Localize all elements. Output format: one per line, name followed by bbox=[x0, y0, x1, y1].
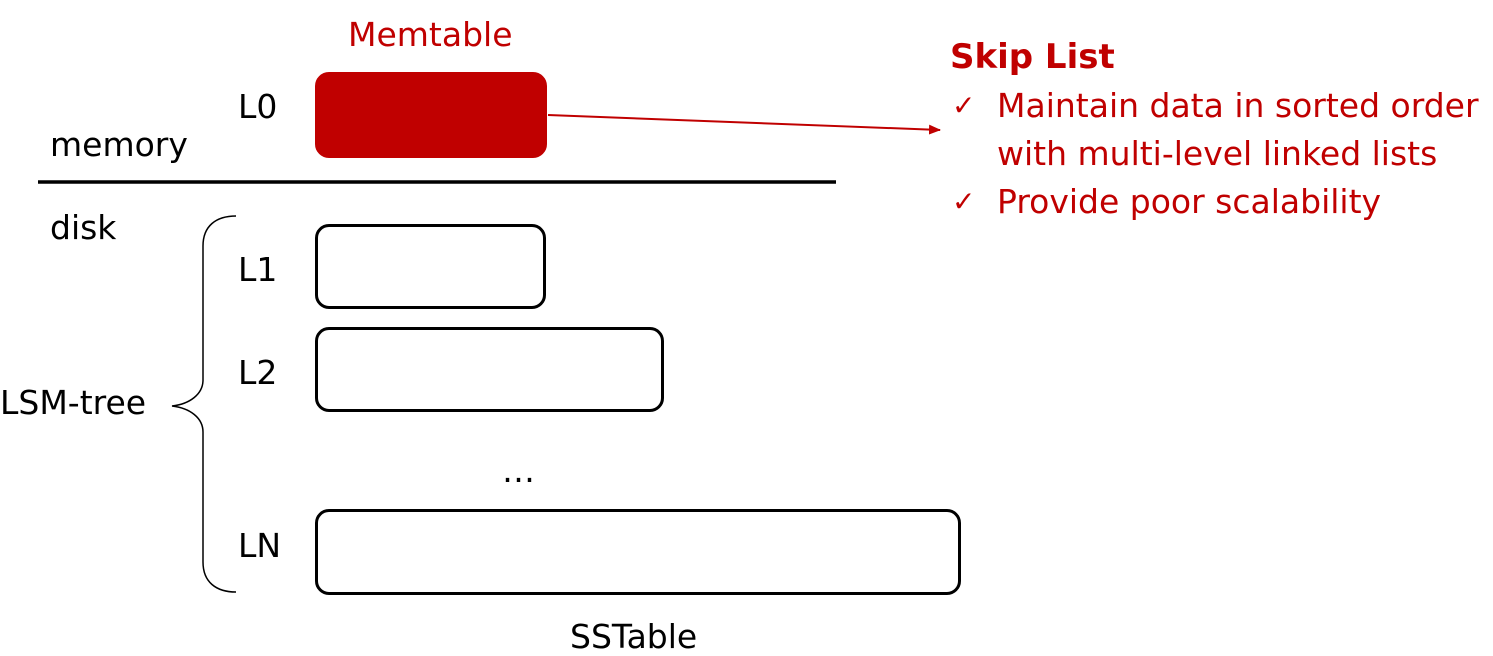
skip-list-title: Skip List bbox=[950, 37, 1115, 77]
skip-list-item: ✓ Provide poor scalability bbox=[950, 178, 1490, 226]
lsm-tree-label: LSM-tree bbox=[0, 383, 147, 422]
level-label-l1: L1 bbox=[238, 250, 278, 289]
memtable-arrow bbox=[547, 114, 941, 135]
level-label-l0: L0 bbox=[238, 87, 278, 126]
sstable-block-ln bbox=[315, 509, 961, 595]
memtable-label: Memtable bbox=[348, 15, 513, 54]
memory-label: memory bbox=[50, 125, 188, 164]
check-icon: ✓ bbox=[952, 185, 976, 218]
memtable-block bbox=[315, 72, 547, 158]
sstable-block-l1 bbox=[315, 224, 546, 309]
skip-list-item: ✓ Maintain data in sorted order with mul… bbox=[950, 82, 1490, 178]
check-icon: ✓ bbox=[952, 89, 976, 122]
skip-list-panel: Skip List ✓ Maintain data in sorted orde… bbox=[950, 40, 1490, 226]
sstable-block-l2 bbox=[315, 327, 664, 412]
skip-list-item-text: Maintain data in sorted order with multi… bbox=[997, 86, 1479, 173]
level-ellipsis: … bbox=[502, 451, 535, 490]
level-label-l2: L2 bbox=[238, 353, 278, 392]
disk-label: disk bbox=[50, 208, 117, 247]
level-label-ln: LN bbox=[238, 526, 282, 565]
skip-list-item-text: Provide poor scalability bbox=[997, 182, 1382, 221]
sstable-label: SSTable bbox=[570, 617, 698, 656]
lsm-tree-brace bbox=[171, 215, 237, 593]
